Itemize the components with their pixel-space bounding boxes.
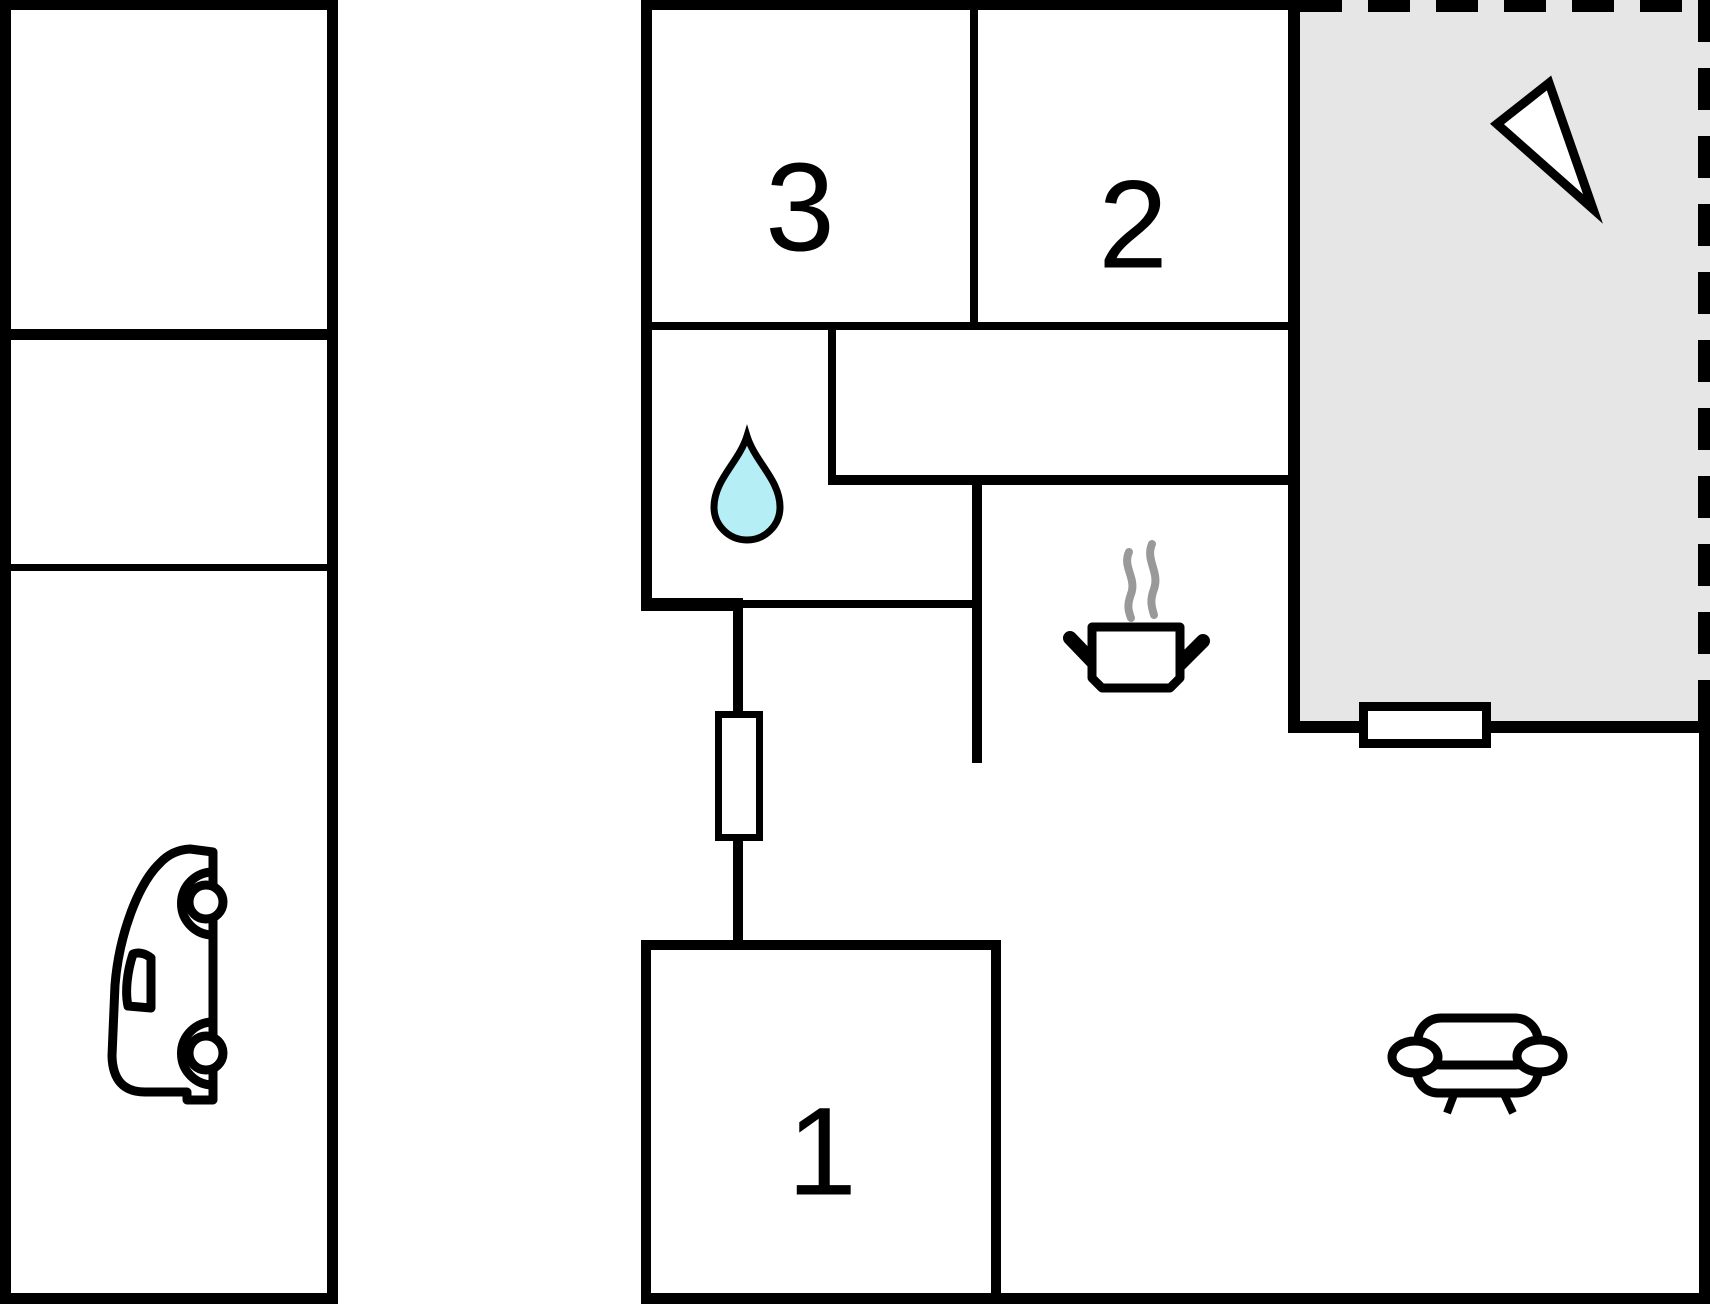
wall <box>743 600 977 608</box>
wall <box>991 940 1001 1304</box>
wall <box>972 485 982 763</box>
wall <box>0 0 338 10</box>
bathroom-area <box>652 330 828 598</box>
terrace-dashed-border-top <box>1300 0 1710 12</box>
wall <box>641 0 1300 10</box>
wall <box>11 329 327 340</box>
wall <box>641 598 743 611</box>
terrace-area <box>1300 0 1710 721</box>
wall <box>327 0 338 1304</box>
kitchen-area <box>982 485 1288 721</box>
interior-door <box>715 711 763 841</box>
wall <box>641 940 1001 950</box>
wall <box>641 940 651 1304</box>
wall <box>641 0 652 611</box>
corridor-area <box>836 330 1288 475</box>
wall <box>641 1293 1710 1304</box>
room-1-label: 1 <box>787 1082 857 1222</box>
carport-area <box>11 571 327 1293</box>
wall <box>1288 721 1710 733</box>
wall <box>641 322 1300 330</box>
wall <box>733 841 743 941</box>
wall <box>0 0 11 1304</box>
wall <box>1288 0 1300 733</box>
wall <box>1699 721 1710 1304</box>
wall <box>828 330 836 485</box>
wall <box>970 10 978 330</box>
terrace-door <box>1359 702 1491 748</box>
room-3-label: 3 <box>765 138 835 278</box>
living-room-area <box>1001 733 1699 1293</box>
wall <box>828 475 1300 485</box>
terrace-dashed-border-right <box>1698 0 1710 721</box>
wall <box>0 1293 338 1304</box>
wall <box>11 564 327 571</box>
room-2-label: 2 <box>1098 155 1168 295</box>
wall <box>733 611 743 712</box>
